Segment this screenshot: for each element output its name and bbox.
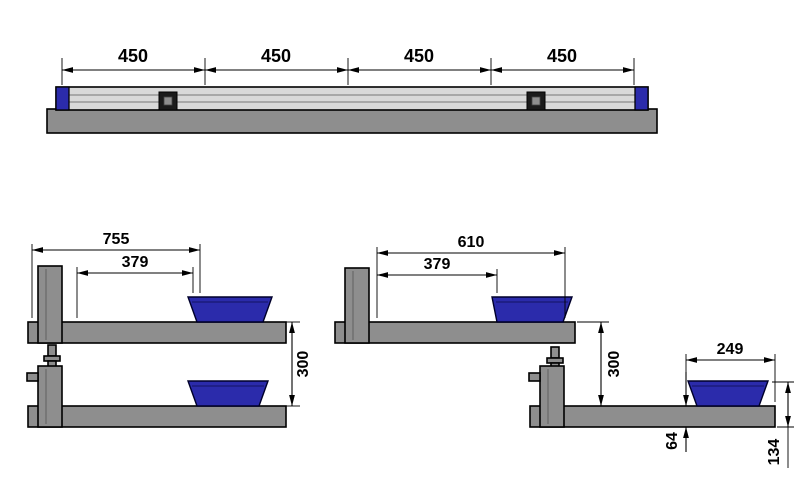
dimension-label-total: 755 bbox=[103, 231, 130, 248]
rail-spacing-dimensions: 450 450 450 450 bbox=[61, 46, 635, 85]
side-pin bbox=[26, 372, 39, 382]
dimension-label-spacing: 300 bbox=[606, 351, 623, 378]
dimension-label-edge-height: 134 bbox=[766, 439, 783, 466]
clamp-block-right bbox=[526, 91, 546, 111]
lower-tray bbox=[187, 380, 269, 407]
rail-body bbox=[55, 86, 649, 111]
left-side-view: 755 379 300 bbox=[26, 231, 312, 428]
dimension-label-segment-3: 450 bbox=[404, 46, 434, 66]
clamp-block-left bbox=[158, 91, 178, 111]
adjuster-bolt bbox=[43, 344, 61, 368]
lower-arm bbox=[529, 405, 776, 428]
upper-column bbox=[344, 267, 370, 344]
upper-column bbox=[37, 265, 63, 344]
upper-tray bbox=[187, 296, 273, 323]
dimension-label-segment-2: 450 bbox=[261, 46, 291, 66]
upper-arm bbox=[334, 321, 576, 344]
clamp-center bbox=[531, 96, 541, 106]
lower-tray bbox=[687, 380, 769, 407]
dimension-label-total: 610 bbox=[458, 234, 485, 251]
bolt-stem bbox=[47, 344, 57, 357]
dimension-label-segment-4: 450 bbox=[547, 46, 577, 66]
dimension-label-tray-width: 249 bbox=[717, 341, 744, 358]
clamp-center bbox=[163, 96, 173, 106]
base-plate bbox=[46, 108, 658, 134]
dimension-label-offset: 379 bbox=[424, 256, 451, 273]
dimension-label-offset: 379 bbox=[122, 254, 149, 271]
top-view: 450 450 450 450 bbox=[46, 46, 658, 134]
lower-arm bbox=[27, 405, 287, 428]
lower-column bbox=[37, 365, 63, 428]
bolt-stem bbox=[550, 346, 560, 359]
side-pin bbox=[528, 372, 541, 382]
right-side-view: 610 379 300 249 64 134 bbox=[334, 234, 794, 468]
dimension-label-arm-thickness: 64 bbox=[664, 432, 681, 450]
upper-tray bbox=[491, 296, 573, 323]
dimension-label-segment-1: 450 bbox=[118, 46, 148, 66]
right-view-dimensions: 610 379 300 249 64 134 bbox=[376, 234, 794, 468]
dimension-label-spacing: 300 bbox=[295, 351, 312, 378]
rail-end-cap-right bbox=[634, 86, 649, 111]
left-view-dimensions: 755 379 300 bbox=[31, 231, 312, 407]
lower-column bbox=[539, 365, 565, 428]
rail-end-cap-left bbox=[55, 86, 70, 111]
upper-arm bbox=[27, 321, 287, 344]
